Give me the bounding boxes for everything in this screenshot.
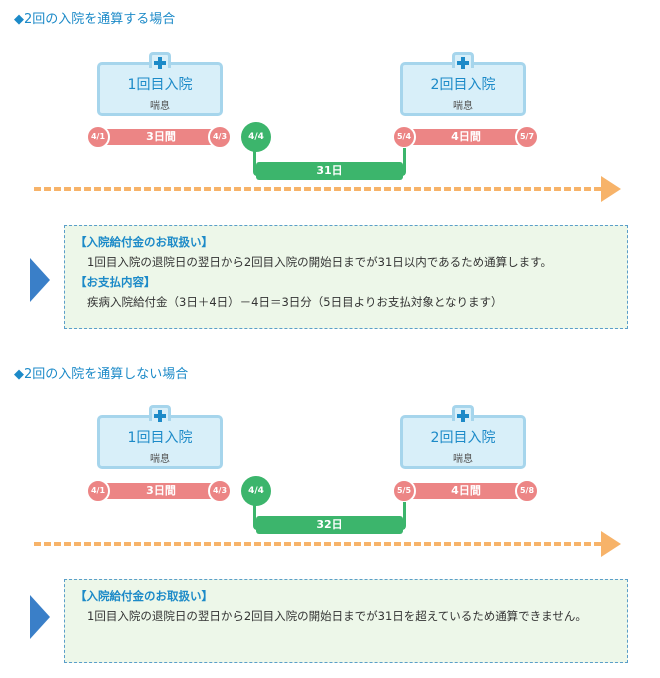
start-date-dot: 5/4 <box>392 125 416 149</box>
card-subtitle: 喘息 <box>453 101 473 112</box>
end-date-dot: 5/8 <box>515 479 539 503</box>
section-not-combined: ◆2回の入院を通算しない場合 1回目入院 喘息 2回目入院 喘息 3日間 4/1… <box>0 355 660 678</box>
hospital-cross-icon <box>452 405 474 421</box>
first-stay-card: 1回目入院 喘息 <box>97 405 223 469</box>
end-date-dot: 5/7 <box>515 125 539 149</box>
section-heading: ◆2回の入院を通算しない場合 <box>14 367 189 382</box>
pointer-arrow-icon <box>30 258 50 302</box>
second-stay-bar: 4日間 <box>400 129 532 145</box>
stay-days: 4日間 <box>451 130 481 143</box>
section-combined: ◆2回の入院を通算する場合 1回目入院 喘息 2回目入院 喘息 3日間 4/1 … <box>0 0 660 340</box>
info-text-payment: 疾病入院給付金（3日＋4日）－4日＝3日分（5日目よりお支払対象となります） <box>87 295 503 309</box>
info-box: 【入院給付金のお取扱い】 1回目入院の退院日の翌日から2回目入院の開始日までが3… <box>64 225 628 329</box>
info-label-handling: 【入院給付金のお取扱い】 <box>75 235 213 249</box>
info-label-payment: 【お支払内容】 <box>75 275 156 289</box>
gap-days: 31日 <box>256 162 403 180</box>
card-subtitle: 喘息 <box>150 454 170 465</box>
first-stay-bar: 3日間 <box>96 483 226 499</box>
section-heading: ◆2回の入院を通算する場合 <box>14 12 176 27</box>
start-date-dot: 4/1 <box>86 479 110 503</box>
stay-days: 4日間 <box>451 484 481 497</box>
start-date-dot: 5/5 <box>392 479 416 503</box>
timeline-line <box>34 187 602 191</box>
timeline-line <box>34 542 602 546</box>
info-text-handling: 1回目入院の退院日の翌日から2回目入院の開始日までが31日を超えているため通算で… <box>87 609 587 623</box>
second-stay-bar: 4日間 <box>400 483 532 499</box>
card-title: 2回目入院 <box>430 430 496 446</box>
hospital-cross-icon <box>452 52 474 68</box>
end-date-dot: 4/3 <box>208 479 232 503</box>
stay-days: 3日間 <box>146 484 176 497</box>
timeline-arrowhead-icon <box>601 176 621 202</box>
pointer-arrow-icon <box>30 595 50 639</box>
hospital-cross-icon <box>149 52 171 68</box>
second-stay-card: 2回目入院 喘息 <box>400 52 526 116</box>
first-stay-bar: 3日間 <box>96 129 226 145</box>
start-date-dot: 4/1 <box>86 125 110 149</box>
timeline-arrowhead-icon <box>601 531 621 557</box>
card-subtitle: 喘息 <box>453 454 473 465</box>
gap-days: 32日 <box>256 516 403 534</box>
info-box: 【入院給付金のお取扱い】 1回目入院の退院日の翌日から2回目入院の開始日までが3… <box>64 579 628 663</box>
card-subtitle: 喘息 <box>150 101 170 112</box>
gap-start-circle: 4/4 <box>241 122 271 152</box>
card-title: 1回目入院 <box>127 77 193 93</box>
first-stay-card: 1回目入院 喘息 <box>97 52 223 116</box>
info-label-handling: 【入院給付金のお取扱い】 <box>75 589 213 603</box>
stay-days: 3日間 <box>146 130 176 143</box>
card-title: 1回目入院 <box>127 430 193 446</box>
second-stay-card: 2回目入院 喘息 <box>400 405 526 469</box>
info-text-handling: 1回目入院の退院日の翌日から2回目入院の開始日までが31日以内であるため通算しま… <box>87 255 552 269</box>
gap-start-circle: 4/4 <box>241 476 271 506</box>
card-title: 2回目入院 <box>430 77 496 93</box>
hospital-cross-icon <box>149 405 171 421</box>
end-date-dot: 4/3 <box>208 125 232 149</box>
